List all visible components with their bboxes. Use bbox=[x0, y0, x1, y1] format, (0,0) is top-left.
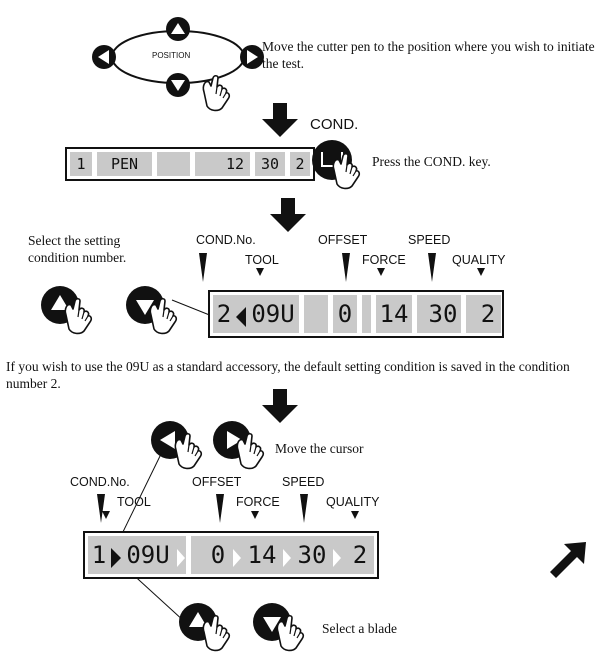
label-offset: OFFSET bbox=[192, 475, 242, 489]
cursor-right-icon bbox=[111, 548, 121, 568]
diagonal-arrow-icon bbox=[550, 542, 586, 578]
down-key-icon[interactable] bbox=[125, 285, 181, 335]
down-key-icon[interactable] bbox=[252, 602, 308, 652]
lcd3-cell: 2 bbox=[346, 536, 374, 574]
lcd1-cell: 30 bbox=[255, 152, 285, 176]
up-key-icon[interactable] bbox=[40, 285, 96, 335]
cursor-right-icon bbox=[177, 549, 185, 567]
label-speed: SPEED bbox=[408, 233, 451, 247]
lcd-display-3: 1 09U 0 14 30 2 bbox=[83, 531, 379, 579]
lcd1-cell: 1 bbox=[70, 152, 92, 176]
flow-arrow-down-icon bbox=[262, 103, 298, 137]
label-cond-no: COND.No. bbox=[196, 233, 256, 247]
lcd3-cell: 0 bbox=[206, 536, 230, 574]
lcd2-cell: 0 bbox=[333, 295, 357, 333]
lcd2-cell: 2 bbox=[213, 295, 235, 333]
label-tool: TOOL bbox=[245, 253, 279, 267]
cond-key-label: COND. bbox=[310, 116, 359, 133]
lcd3-cell: 1 bbox=[88, 536, 110, 574]
note-text: If you wish to use the 09U as a standard… bbox=[6, 359, 570, 391]
lcd1-cell: 12 bbox=[220, 152, 250, 176]
lcd3-cell: 09U bbox=[122, 536, 174, 574]
pointer-markers-b bbox=[97, 451, 359, 623]
cond-key-button-icon[interactable] bbox=[310, 138, 370, 190]
up-key-icon[interactable] bbox=[178, 602, 234, 652]
cursor-left-icon bbox=[236, 307, 246, 327]
label-force: FORCE bbox=[362, 253, 406, 267]
flow-arrow-down-icon bbox=[270, 198, 306, 232]
position-pad-graphic bbox=[92, 17, 264, 112]
pointer-markers-a bbox=[199, 253, 485, 282]
connector-line bbox=[171, 299, 213, 317]
label-speed: SPEED bbox=[282, 475, 325, 489]
lcd3-cell: 14 bbox=[244, 536, 280, 574]
step1-text: Move the cutter pen to the position wher… bbox=[262, 39, 595, 71]
lcd2-cell: 2 bbox=[475, 295, 501, 333]
cursor-right-icon bbox=[333, 549, 341, 567]
lcd2-cell: 09U bbox=[247, 295, 299, 333]
right-key-icon[interactable] bbox=[212, 420, 268, 470]
label-offset: OFFSET bbox=[318, 233, 368, 247]
cursor-right-icon bbox=[283, 549, 291, 567]
lcd2-cell: 30 bbox=[425, 295, 461, 333]
step3-text: Select the setting condition number. bbox=[28, 233, 127, 265]
label-quality: QUALITY bbox=[326, 495, 380, 509]
step5-text: Select a blade bbox=[322, 621, 397, 636]
lcd-display-2: 2 09U 0 14 30 2 bbox=[208, 290, 504, 338]
step2-text: Press the COND. key. bbox=[372, 154, 491, 169]
label-tool: TOOL bbox=[117, 495, 151, 509]
lcd1-cell: PEN bbox=[97, 152, 152, 176]
position-label: POSITION bbox=[152, 51, 191, 60]
lcd1-cell: 2 bbox=[290, 152, 310, 176]
cursor-right-icon bbox=[233, 549, 241, 567]
left-key-icon[interactable] bbox=[150, 420, 206, 470]
flow-arrow-down-icon bbox=[262, 389, 298, 423]
lcd2-cell: 14 bbox=[376, 295, 412, 333]
label-force: FORCE bbox=[236, 495, 280, 509]
step4-text: Move the cursor bbox=[275, 441, 364, 456]
label-cond-no: COND.No. bbox=[70, 475, 130, 489]
position-pad[interactable]: POSITION bbox=[90, 14, 264, 124]
lcd3-cell: 30 bbox=[294, 536, 330, 574]
label-quality: QUALITY bbox=[452, 253, 506, 267]
